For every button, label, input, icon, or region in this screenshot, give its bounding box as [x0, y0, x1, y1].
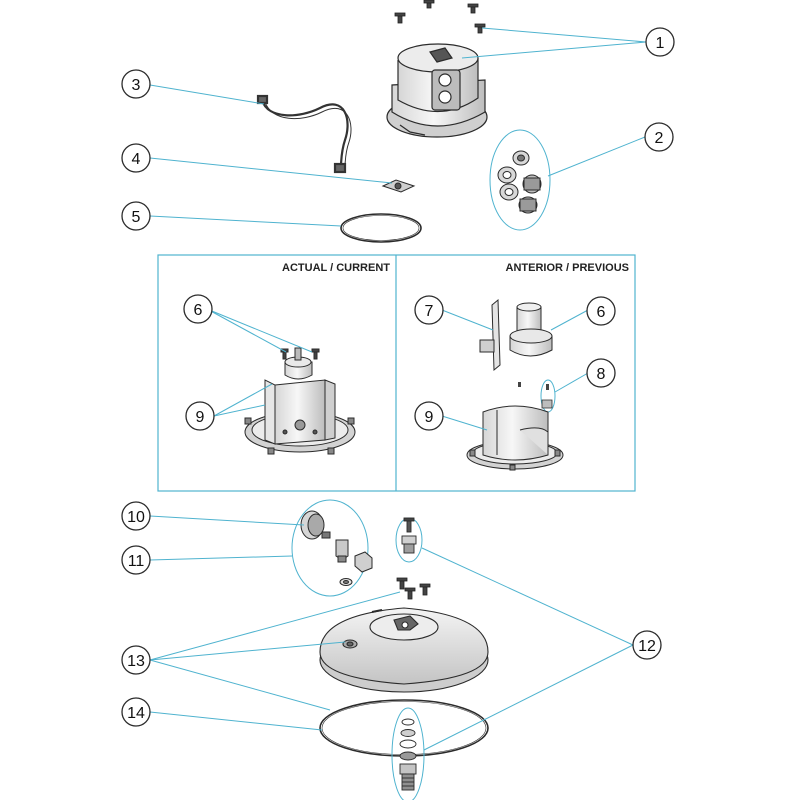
callout-2: 2: [644, 122, 674, 152]
callout-12: 12: [632, 630, 662, 660]
callout-13: 13: [121, 645, 151, 675]
svg-text:13: 13: [127, 653, 145, 670]
part-fittings-group: [489, 129, 551, 231]
panel-label-current: ACTUAL / CURRENT: [282, 262, 390, 274]
callout-9-previous: 9: [414, 401, 444, 431]
callout-5: 5: [121, 201, 151, 231]
svg-text:3: 3: [132, 77, 141, 94]
leader-lines: [149, 27, 647, 751]
svg-text:5: 5: [132, 209, 141, 226]
part-current-motor: [280, 347, 320, 380]
callout-10: 10: [121, 501, 151, 531]
part-plate: [381, 179, 416, 193]
part-previous-motor: [509, 302, 553, 357]
callout-1: 1: [645, 27, 675, 57]
part-previous-base: [466, 405, 564, 471]
svg-text:2: 2: [655, 130, 664, 147]
callout-4: 4: [121, 143, 151, 173]
callout-3: 3: [121, 69, 151, 99]
part-cable: [256, 94, 352, 174]
callout-14: 14: [121, 697, 151, 727]
svg-text:1: 1: [656, 35, 665, 52]
panel-label-previous: ANTERIOR / PREVIOUS: [506, 262, 629, 274]
svg-text:7: 7: [425, 303, 434, 320]
part-housing: [386, 43, 488, 138]
part-cover-screws: [396, 577, 431, 600]
callout-11: 11: [121, 545, 151, 575]
part-housing-screws: [394, 0, 486, 34]
callout-6-previous: 6: [586, 296, 616, 326]
callout-7: 7: [414, 295, 444, 325]
part-o-ring: [340, 213, 422, 243]
part-cover: [319, 607, 489, 693]
svg-text:10: 10: [127, 509, 145, 526]
svg-text:11: 11: [128, 553, 145, 570]
callout-6-current: 6: [183, 294, 213, 324]
svg-text:9: 9: [196, 409, 205, 426]
part-fitting-kit: [291, 499, 373, 597]
svg-text:9: 9: [425, 409, 434, 426]
part-drain-upper: [395, 517, 423, 563]
svg-text:6: 6: [194, 302, 203, 319]
part-previous-plate: [479, 298, 501, 372]
part-current-base: [244, 379, 356, 455]
comparison-panel: ACTUAL / CURRENT ANTERIOR / PREVIOUS: [157, 254, 636, 492]
svg-text:8: 8: [597, 366, 606, 383]
svg-text:4: 4: [132, 151, 141, 168]
svg-text:12: 12: [638, 638, 656, 655]
callout-8: 8: [586, 358, 616, 388]
svg-text:14: 14: [127, 705, 145, 722]
callout-9-current: 9: [185, 401, 215, 431]
svg-text:6: 6: [597, 304, 606, 321]
part-previous-clip: [518, 379, 556, 413]
